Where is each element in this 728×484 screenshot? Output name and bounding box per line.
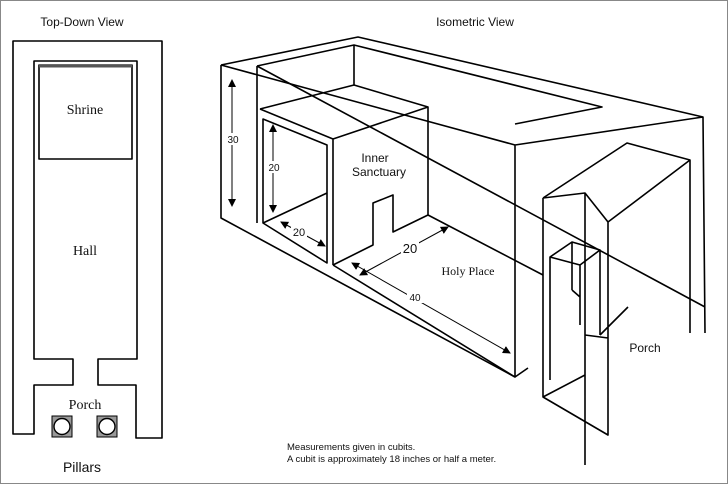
- shrine-label: Shrine: [67, 103, 104, 118]
- porch-iso-label: Porch: [629, 341, 660, 355]
- note-cubit: A cubit is approximately 18 inches or ha…: [287, 454, 496, 465]
- pillar-right: [96, 415, 118, 438]
- inner-sanctuary-label-1: Inner: [361, 151, 388, 165]
- isometric-view: Isometric View 30 20 20 20 40 Inner Sanc…: [220, 15, 706, 465]
- dim-arrow-40: [351, 262, 511, 354]
- dim-30: 30: [227, 135, 239, 146]
- dim-40: 40: [409, 293, 421, 304]
- hall-label: Hall: [73, 244, 97, 259]
- top-down-title: Top-Down View: [40, 15, 123, 29]
- holy-place-label: Holy Place: [442, 264, 495, 278]
- pillars-label: Pillars: [63, 459, 101, 475]
- dim-20-height: 20: [268, 163, 280, 174]
- inner-sanctuary: [259, 84, 429, 265]
- outer-wall-plan: [12, 40, 163, 439]
- note-measurements: Measurements given in cubits.: [287, 442, 415, 453]
- dim-20-width: 20: [403, 241, 417, 256]
- inner-sanctuary-label-2: Sanctuary: [352, 165, 406, 179]
- isometric-title: Isometric View: [436, 15, 514, 29]
- dim-20-depth: 20: [293, 227, 305, 239]
- pillar-iso: [549, 241, 601, 380]
- top-down-view: Top-Down View Shrine Hall Porch Pillars: [12, 15, 163, 475]
- porch-structure: [542, 142, 691, 465]
- pillar-left: [51, 415, 73, 438]
- porch-label: Porch: [69, 398, 102, 413]
